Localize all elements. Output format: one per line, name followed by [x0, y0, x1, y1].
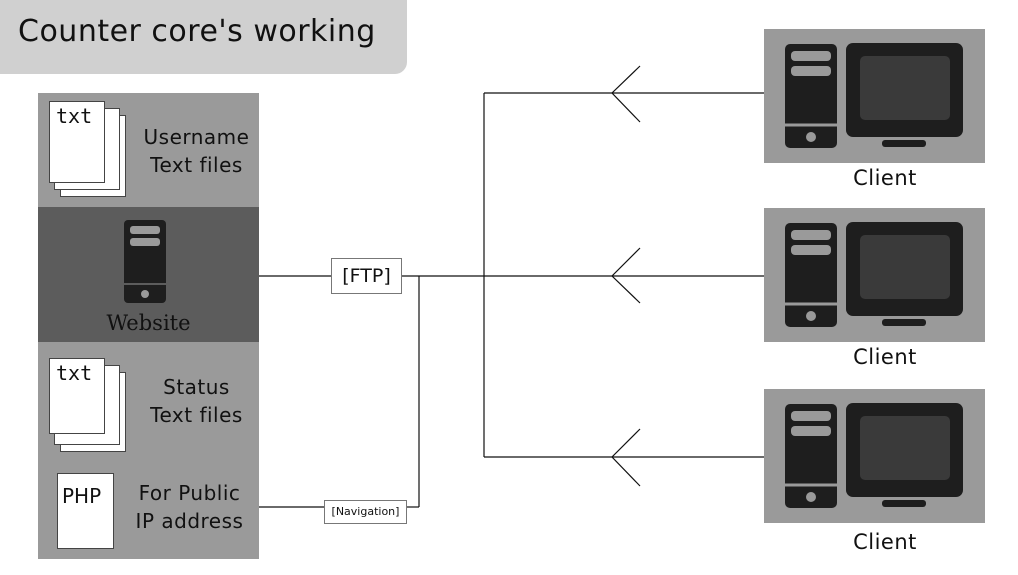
website-server-panel: Website — [38, 207, 259, 342]
arrow-head-client1 — [611, 65, 641, 123]
desktop-computer-icon — [785, 222, 963, 327]
file-type-label: txt — [56, 104, 93, 128]
client-computer-2 — [764, 208, 985, 342]
client-computer-1 — [764, 29, 985, 163]
php-file-icon: PHP — [57, 473, 114, 549]
desktop-computer-icon — [785, 43, 963, 148]
php-label-line2: IP address — [135, 509, 244, 533]
status-files-panel: txt Status Text files PHP For Public IP … — [38, 342, 259, 559]
client-label-3: Client — [853, 530, 917, 554]
client-label-2: Client — [853, 345, 917, 369]
desktop-computer-icon — [785, 403, 963, 508]
php-file-label: PHP — [62, 484, 102, 508]
username-files-panel: txt Username Text files — [38, 93, 259, 207]
website-label: Website — [106, 311, 191, 335]
username-label-line2: Text files — [150, 153, 243, 177]
arrow-head-client2 — [611, 247, 641, 304]
server-tower-icon — [124, 220, 166, 303]
arrow-head-client3 — [611, 428, 641, 487]
username-label-line1: Username — [143, 125, 250, 149]
status-label-line1: Status — [163, 375, 230, 399]
username-files-label: Username Text files — [134, 123, 259, 179]
status-files-label: Status Text files — [134, 373, 259, 429]
client-computer-3 — [764, 389, 985, 523]
file-type-label: txt — [56, 361, 93, 385]
navigation-label: [Navigation] — [324, 500, 407, 524]
text-file-icon: txt — [49, 101, 105, 183]
diagram-title: Counter core's working — [18, 14, 376, 49]
client-label-1: Client — [853, 166, 917, 190]
php-label-line1: For Public — [138, 481, 241, 505]
php-description-label: For Public IP address — [120, 479, 259, 535]
status-label-line2: Text files — [150, 403, 243, 427]
title-banner: Counter core's working — [0, 0, 407, 74]
text-file-icon: txt — [49, 358, 105, 434]
ftp-label: [FTP] — [331, 258, 402, 294]
